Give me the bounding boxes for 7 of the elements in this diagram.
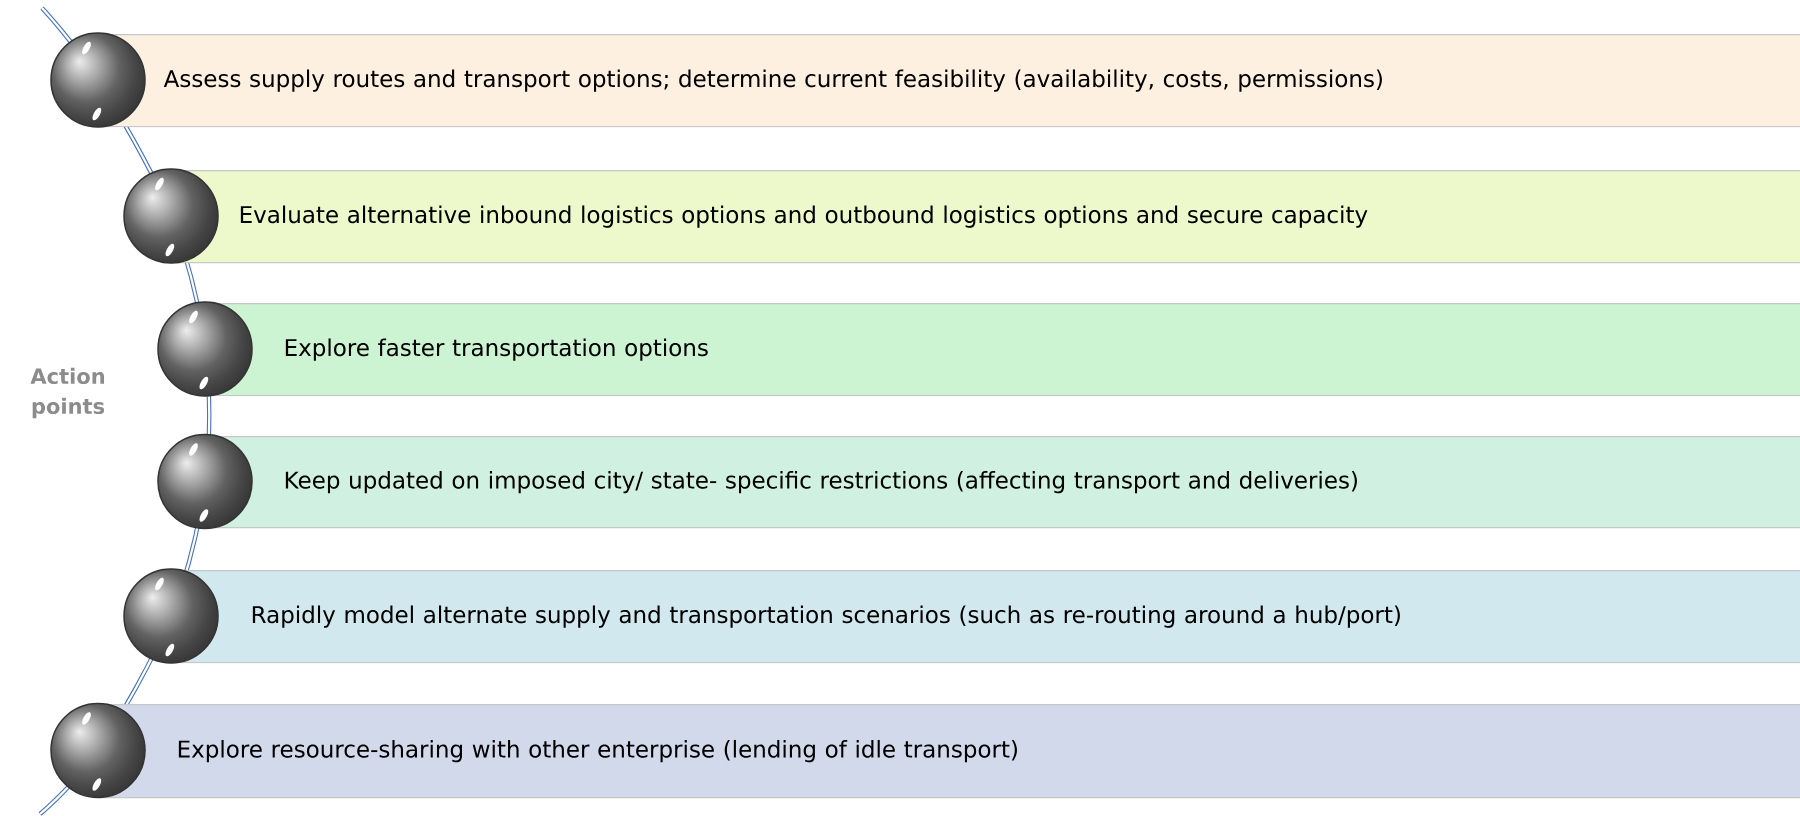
- side-label: Action points: [30, 367, 105, 419]
- action-bar: Keep updated on imposed city/ state- specific restrictions (affecting transport and deliveries): [205, 436, 1800, 529]
- action-bar: Assess supply routes and transport options; determine current feasibility (availability, costs, permissions): [98, 34, 1800, 128]
- action-bar: Explore resource-sharing with other enterprise (lending of idle transport): [98, 704, 1800, 799]
- action-bar: Evaluate alternative inbound logistics options and outbound logistics options and secure capacity: [171, 170, 1800, 264]
- action-bar: Explore faster transportation options: [205, 303, 1800, 397]
- action-bar: Rapidly model alternate supply and transportation scenarios (such as re-routing around a hub/port): [171, 570, 1800, 664]
